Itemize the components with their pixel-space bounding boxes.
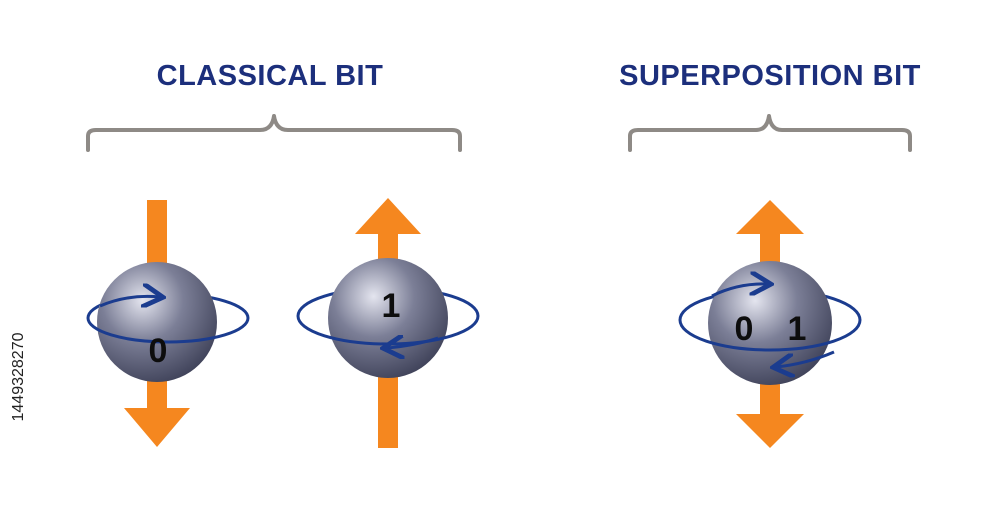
superposition-brace-icon: [628, 114, 912, 152]
bit-zero-spin-arrow-icon: [124, 408, 190, 447]
bit-one-label: 1: [382, 287, 401, 325]
bit-super-group: 0 1: [678, 200, 862, 448]
superposition-bit-heading: SUPERPOSITION BIT: [619, 60, 921, 92]
bit-zero-orbit-arrow-icon: [99, 296, 160, 306]
bit-super-sphere-icon: [708, 261, 832, 385]
bit-super-orbit-arrow-up-icon: [711, 284, 768, 298]
classical-brace-icon: [86, 114, 462, 152]
bit-zero-sphere-icon: [97, 262, 217, 382]
bit-super-spin-up-arrow-icon: [736, 200, 804, 234]
bit-one-orbit-arrow-icon: [386, 338, 439, 348]
bit-zero-orbit-front: [86, 317, 250, 344]
bit-zero-group: 0: [86, 200, 250, 447]
bit-one-group: 1: [296, 198, 480, 448]
bit-zero-label: 0: [149, 332, 168, 370]
bit-super-label-zero: 0: [735, 310, 754, 348]
classical-bit-heading: CLASSICAL BIT: [156, 60, 384, 92]
bit-super-spin-down-arrow-icon: [736, 414, 804, 448]
bit-super-label-one: 1: [788, 310, 807, 348]
bit-one-sphere-icon: [328, 258, 448, 378]
bit-super-orbit-front: [678, 319, 862, 352]
bit-super-orbit-arrow-down-icon: [776, 350, 835, 367]
bit-one-spin-arrow-icon: [355, 198, 421, 234]
